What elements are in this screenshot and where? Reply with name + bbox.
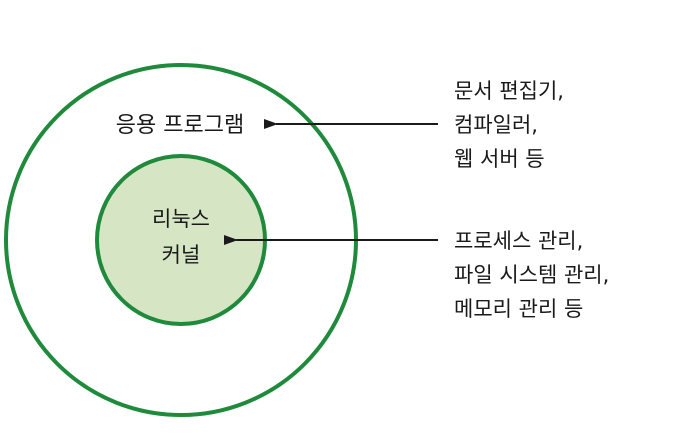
application-layer-label: 응용 프로그램 bbox=[116, 113, 244, 138]
applications-note-line-2: 컴파일러, bbox=[454, 113, 538, 137]
kernel-note-line-1: 프로세스 관리, bbox=[454, 229, 583, 253]
kernel-label-line-2: 커널 bbox=[162, 243, 201, 267]
kernel-note-line-2: 파일 시스템 관리, bbox=[454, 263, 609, 287]
kernel-note-line-3: 메모리 관리 등 bbox=[454, 297, 583, 321]
applications-note-line-3: 웹 서버 등 bbox=[454, 147, 545, 171]
applications-note-line-1: 문서 편집기, bbox=[454, 79, 564, 103]
kernel-label-line-1: 리눅스 bbox=[152, 207, 210, 231]
